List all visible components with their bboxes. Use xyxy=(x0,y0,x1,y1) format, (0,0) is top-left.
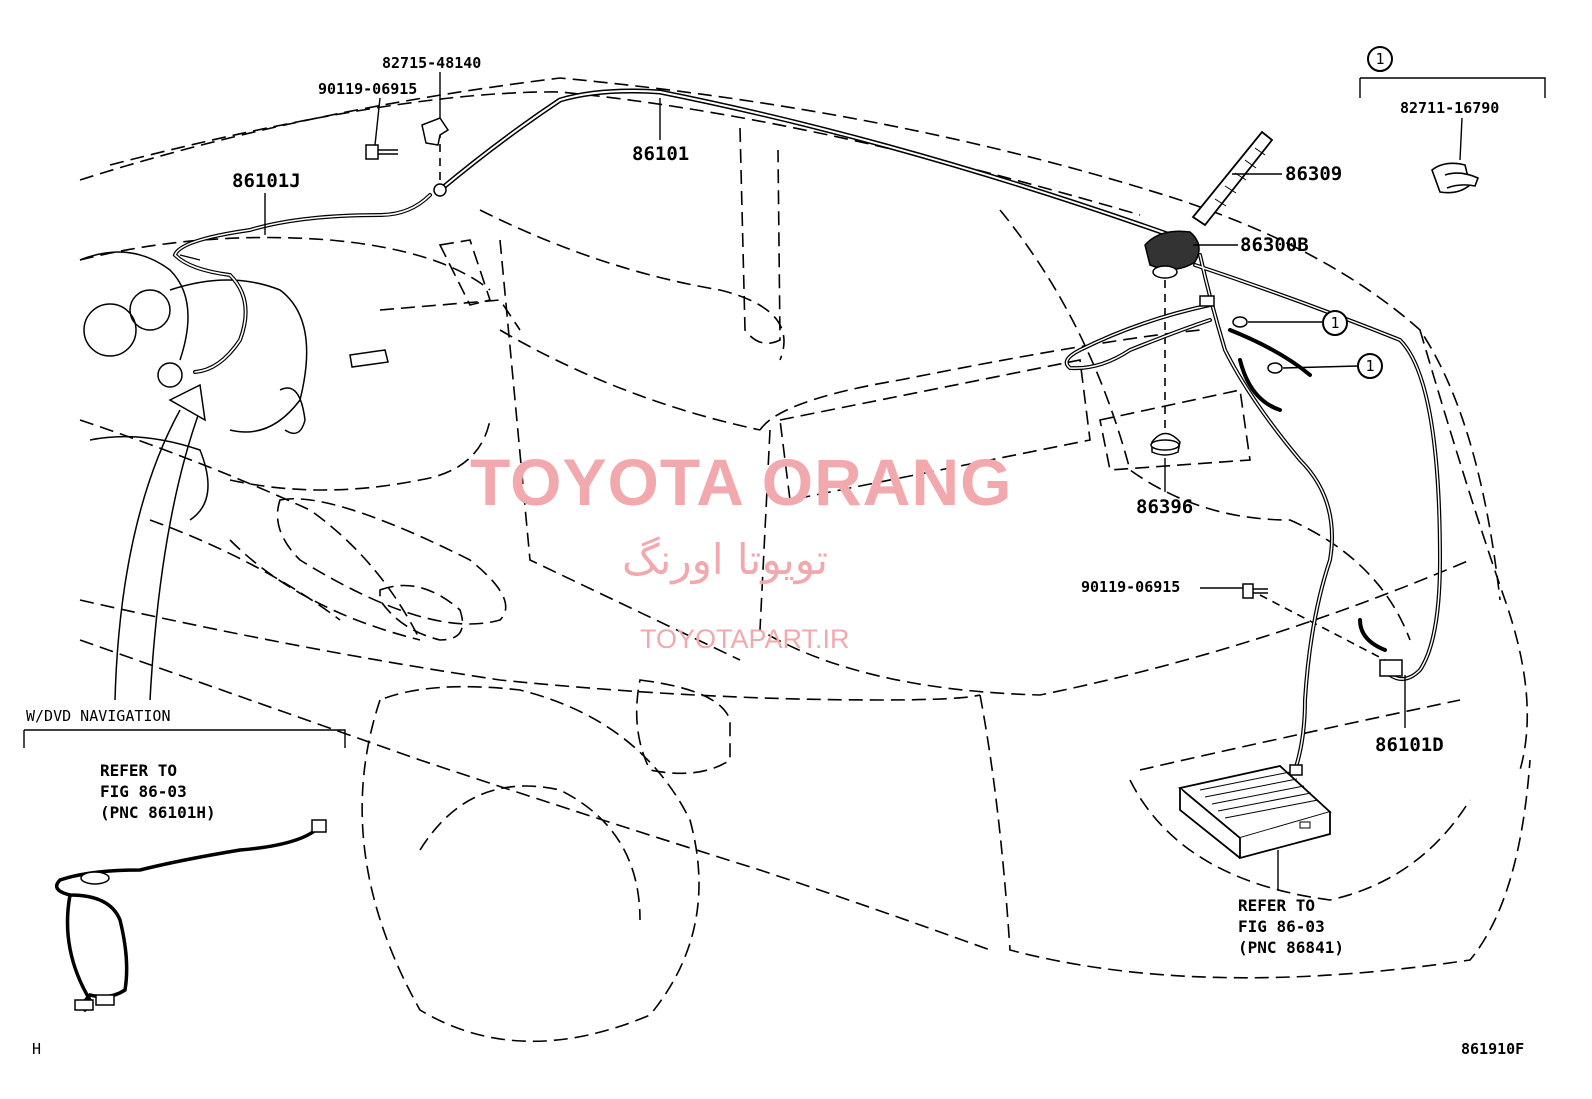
vehicle-body-outline xyxy=(79,77,1531,1043)
dvd-harness xyxy=(54,826,320,1012)
refer-note-left: REFER TO FIG 86-03 (PNC 86101H) xyxy=(100,761,216,822)
antenna-cable-86101 xyxy=(437,88,1173,238)
callout-90119-06915-right: 90119-06915 xyxy=(1081,578,1181,596)
clamp-bracket xyxy=(421,117,450,197)
callout-86101: 86101 xyxy=(632,143,690,165)
callout-82711-16790: 82711-16790 xyxy=(1400,99,1500,117)
callout-86396: 86396 xyxy=(1136,496,1194,518)
bolt-right xyxy=(1242,583,1268,599)
dvd-harness-plugs xyxy=(74,819,327,1011)
figure-code: 861910F xyxy=(1461,1040,1525,1058)
reference-arrow xyxy=(114,383,206,701)
antenna-base xyxy=(1144,230,1200,279)
harness-clips xyxy=(1199,295,1403,776)
callout-86309: 86309 xyxy=(1285,163,1343,185)
antenna-mast xyxy=(1191,130,1274,227)
watermark-brand-en: TOYOTA ORANG xyxy=(470,445,1013,519)
cable-86101d xyxy=(1064,253,1443,772)
tuner-box xyxy=(1178,765,1332,860)
callout-86300b: 86300B xyxy=(1240,234,1309,256)
callout-90119-06915-left: 90119-06915 xyxy=(318,80,418,98)
refer-note-right: REFER TO FIG 86-03 (PNC 86841) xyxy=(1238,896,1344,957)
ref-mark-header: 1 xyxy=(1367,46,1393,72)
grommet xyxy=(1150,432,1181,456)
dashboard-detail xyxy=(79,251,389,521)
footer-left-code: H xyxy=(32,1040,42,1058)
watermark-site: TOYOTAPART.IR xyxy=(640,624,850,654)
cable-86101j xyxy=(172,193,432,374)
callout-82715-48140: 82715-48140 xyxy=(382,54,482,72)
leader-lines xyxy=(23,72,1546,890)
callout-86101j: 86101J xyxy=(232,170,301,192)
callout-86101d: 86101D xyxy=(1375,734,1444,756)
bolt-left xyxy=(365,144,398,160)
dvd-navigation-header: W/DVD NAVIGATION xyxy=(26,707,171,725)
cable-clip xyxy=(1431,162,1480,194)
ref-mark-clip-a: 1 xyxy=(1322,310,1348,336)
watermark-brand-fa: تویوتا اورنگ xyxy=(622,535,829,584)
ref-mark-clip-b: 1 xyxy=(1357,353,1383,379)
